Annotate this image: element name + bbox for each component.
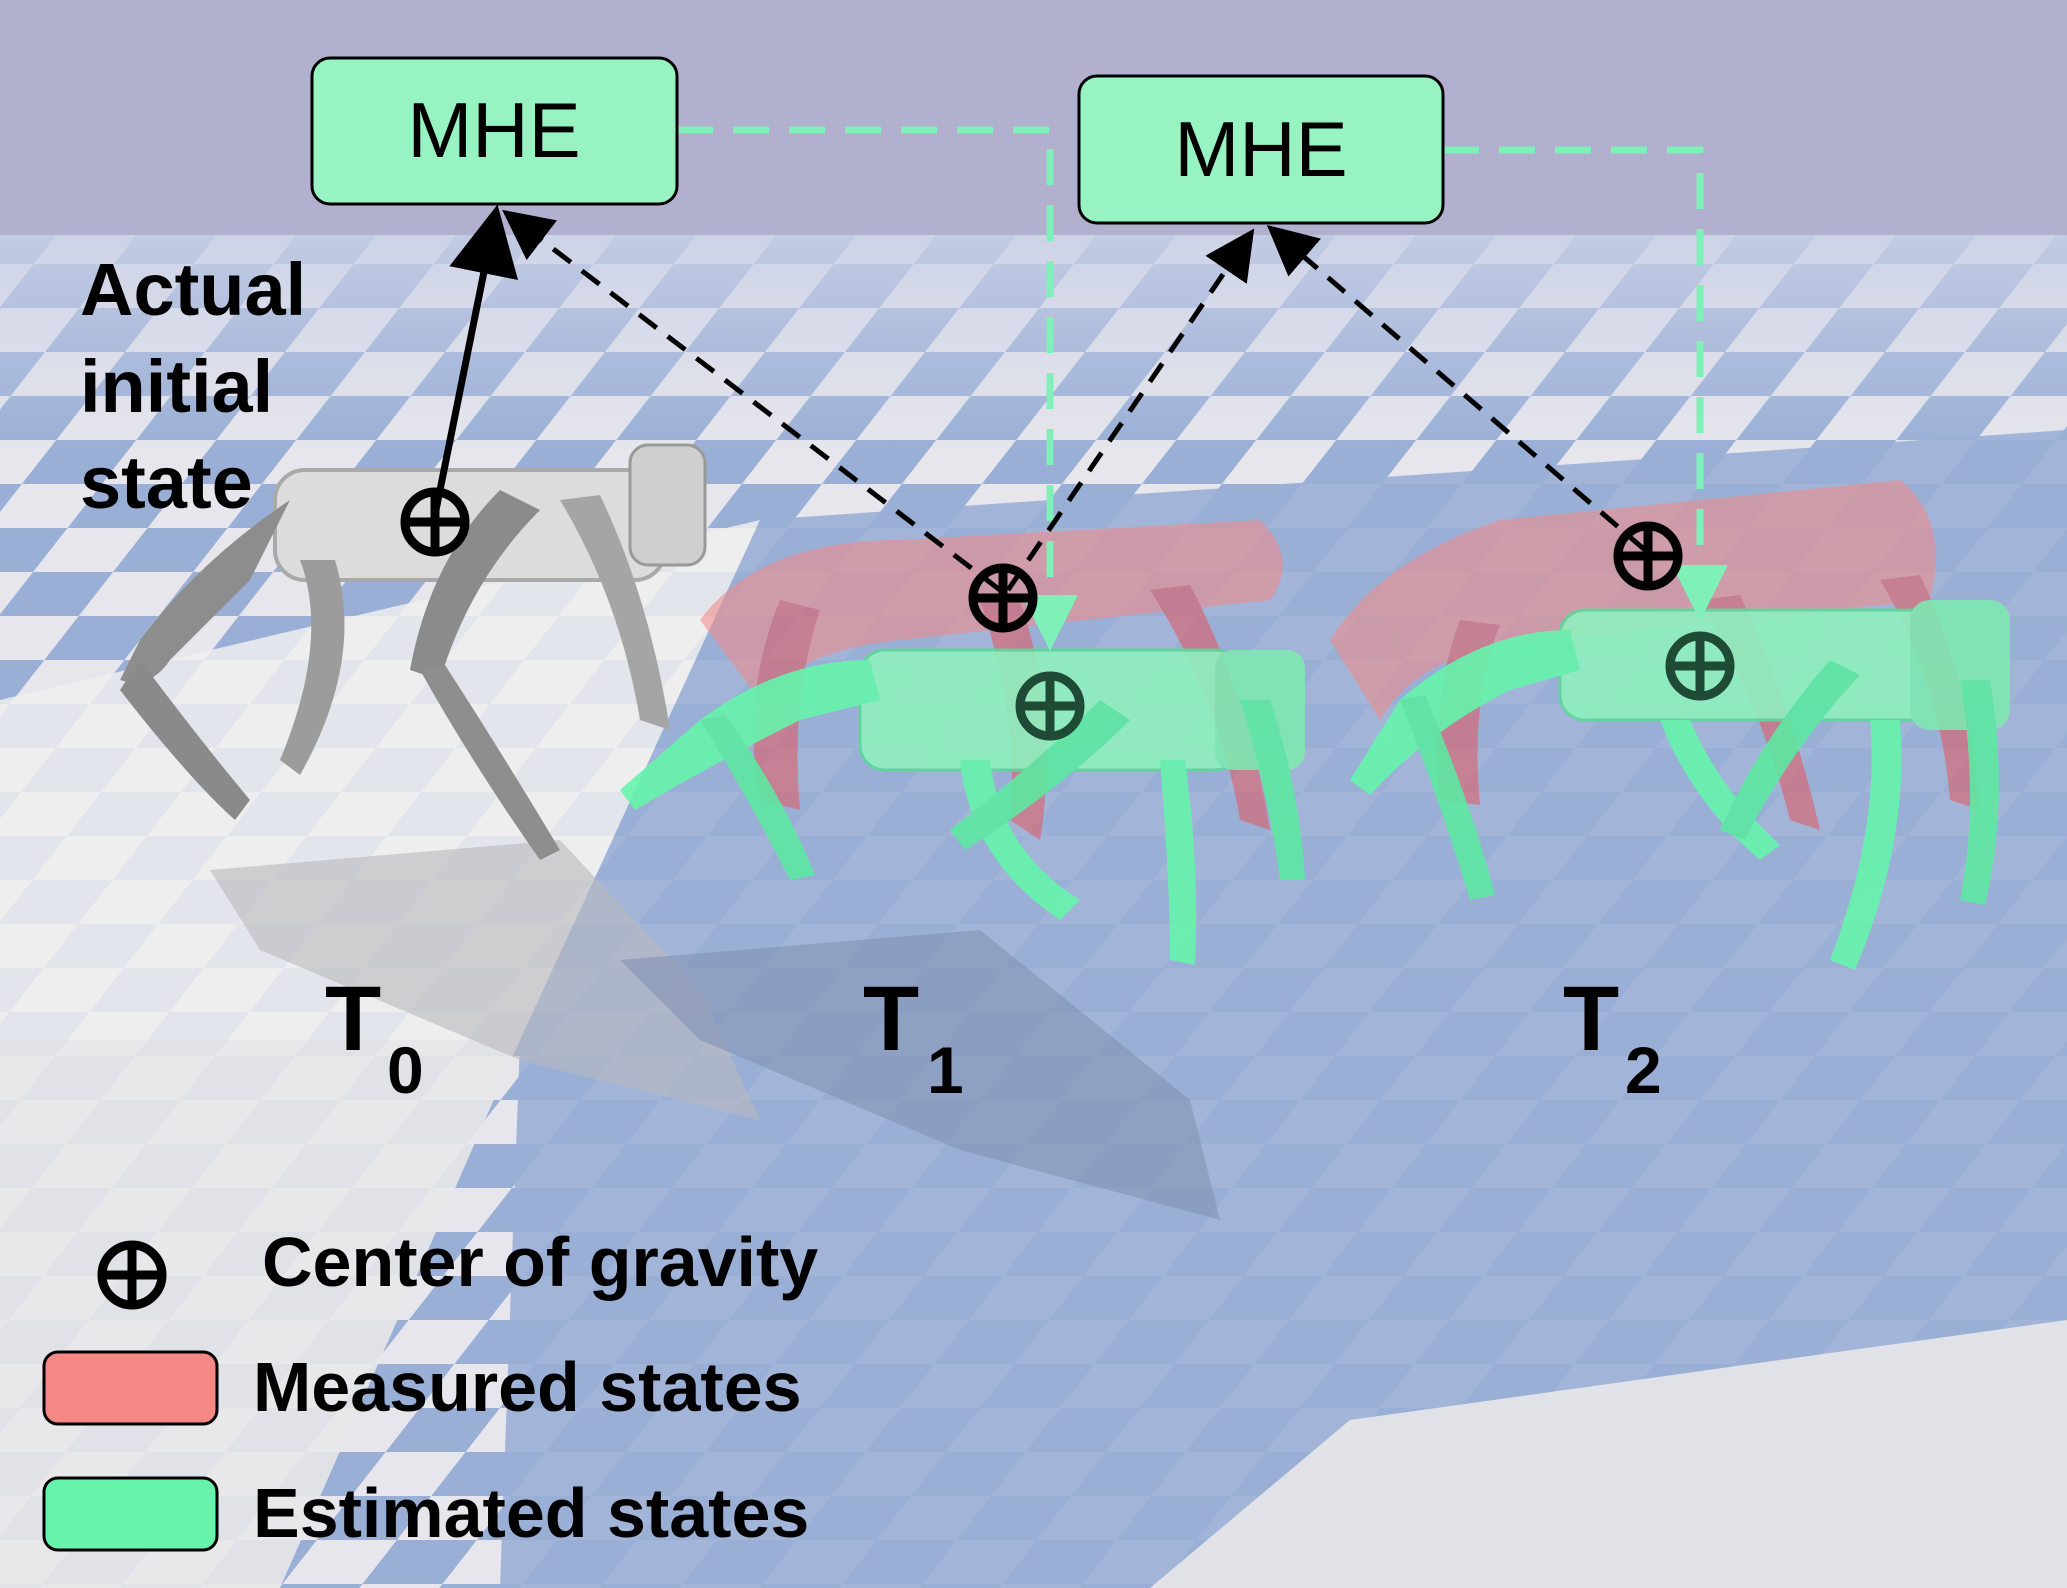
legend-measured-swatch — [42, 1350, 219, 1426]
floor-tile-white-bottom — [0, 1040, 520, 1588]
robot-t2-estimated — [1350, 600, 2010, 970]
time-label-t1-main: T — [863, 968, 919, 1070]
time-label-t0: T 0 — [325, 968, 424, 1107]
mhe2-to-t2-estimate-path — [1443, 146, 1728, 621]
mhe-box-1: MHE — [310, 56, 679, 206]
cog-marker-t0 — [400, 487, 470, 557]
annotation-line-1: Actual — [80, 248, 306, 331]
time-label-t0-main: T — [325, 968, 381, 1070]
mhe-box-1-label: MHE — [407, 86, 580, 174]
mhe-box-2-label: MHE — [1174, 105, 1347, 193]
mhe1-to-t1-estimate-path — [677, 126, 1078, 651]
legend-cog-icon — [97, 1240, 167, 1310]
time-label-t0-sub: 0 — [387, 1033, 424, 1107]
time-label-t2-sub: 2 — [1625, 1033, 1662, 1107]
cog-marker-t1-measured — [968, 563, 1038, 633]
legend: Center of gravity Measured states Estima… — [42, 1223, 818, 1552]
t2-measure-to-mhe2-arrow — [1266, 224, 1647, 552]
legend-estimated-swatch — [42, 1476, 219, 1552]
annotation-line-3: state — [80, 441, 253, 524]
t1-measure-to-mhe1-arrow — [502, 209, 1002, 592]
initial-state-arrow — [432, 204, 519, 511]
cog-marker-t2-measured — [1613, 521, 1683, 591]
legend-cog-label: Center of gravity — [262, 1223, 818, 1301]
cog-marker-t2-estimated — [1665, 631, 1735, 701]
legend-measured-label: Measured states — [253, 1348, 802, 1426]
legend-estimated-label: Estimated states — [253, 1474, 809, 1552]
time-label-t1: T 1 — [863, 968, 964, 1107]
time-label-t2-main: T — [1563, 968, 1619, 1070]
robot-t0-actual — [120, 443, 707, 860]
robot-shadow-t1 — [620, 930, 1220, 1220]
floor-tile-white-right — [1150, 1320, 2067, 1588]
horizon-haze — [0, 235, 2067, 455]
robot-shadow-t0 — [210, 840, 760, 1120]
time-label-t2: T 2 — [1563, 968, 1662, 1107]
mhe-box-2: MHE — [1077, 74, 1445, 225]
cog-marker-t1-estimated — [1015, 671, 1085, 741]
sky — [0, 0, 2067, 240]
time-label-t1-sub: 1 — [927, 1033, 964, 1107]
annotation-line-2: initial — [80, 345, 273, 428]
